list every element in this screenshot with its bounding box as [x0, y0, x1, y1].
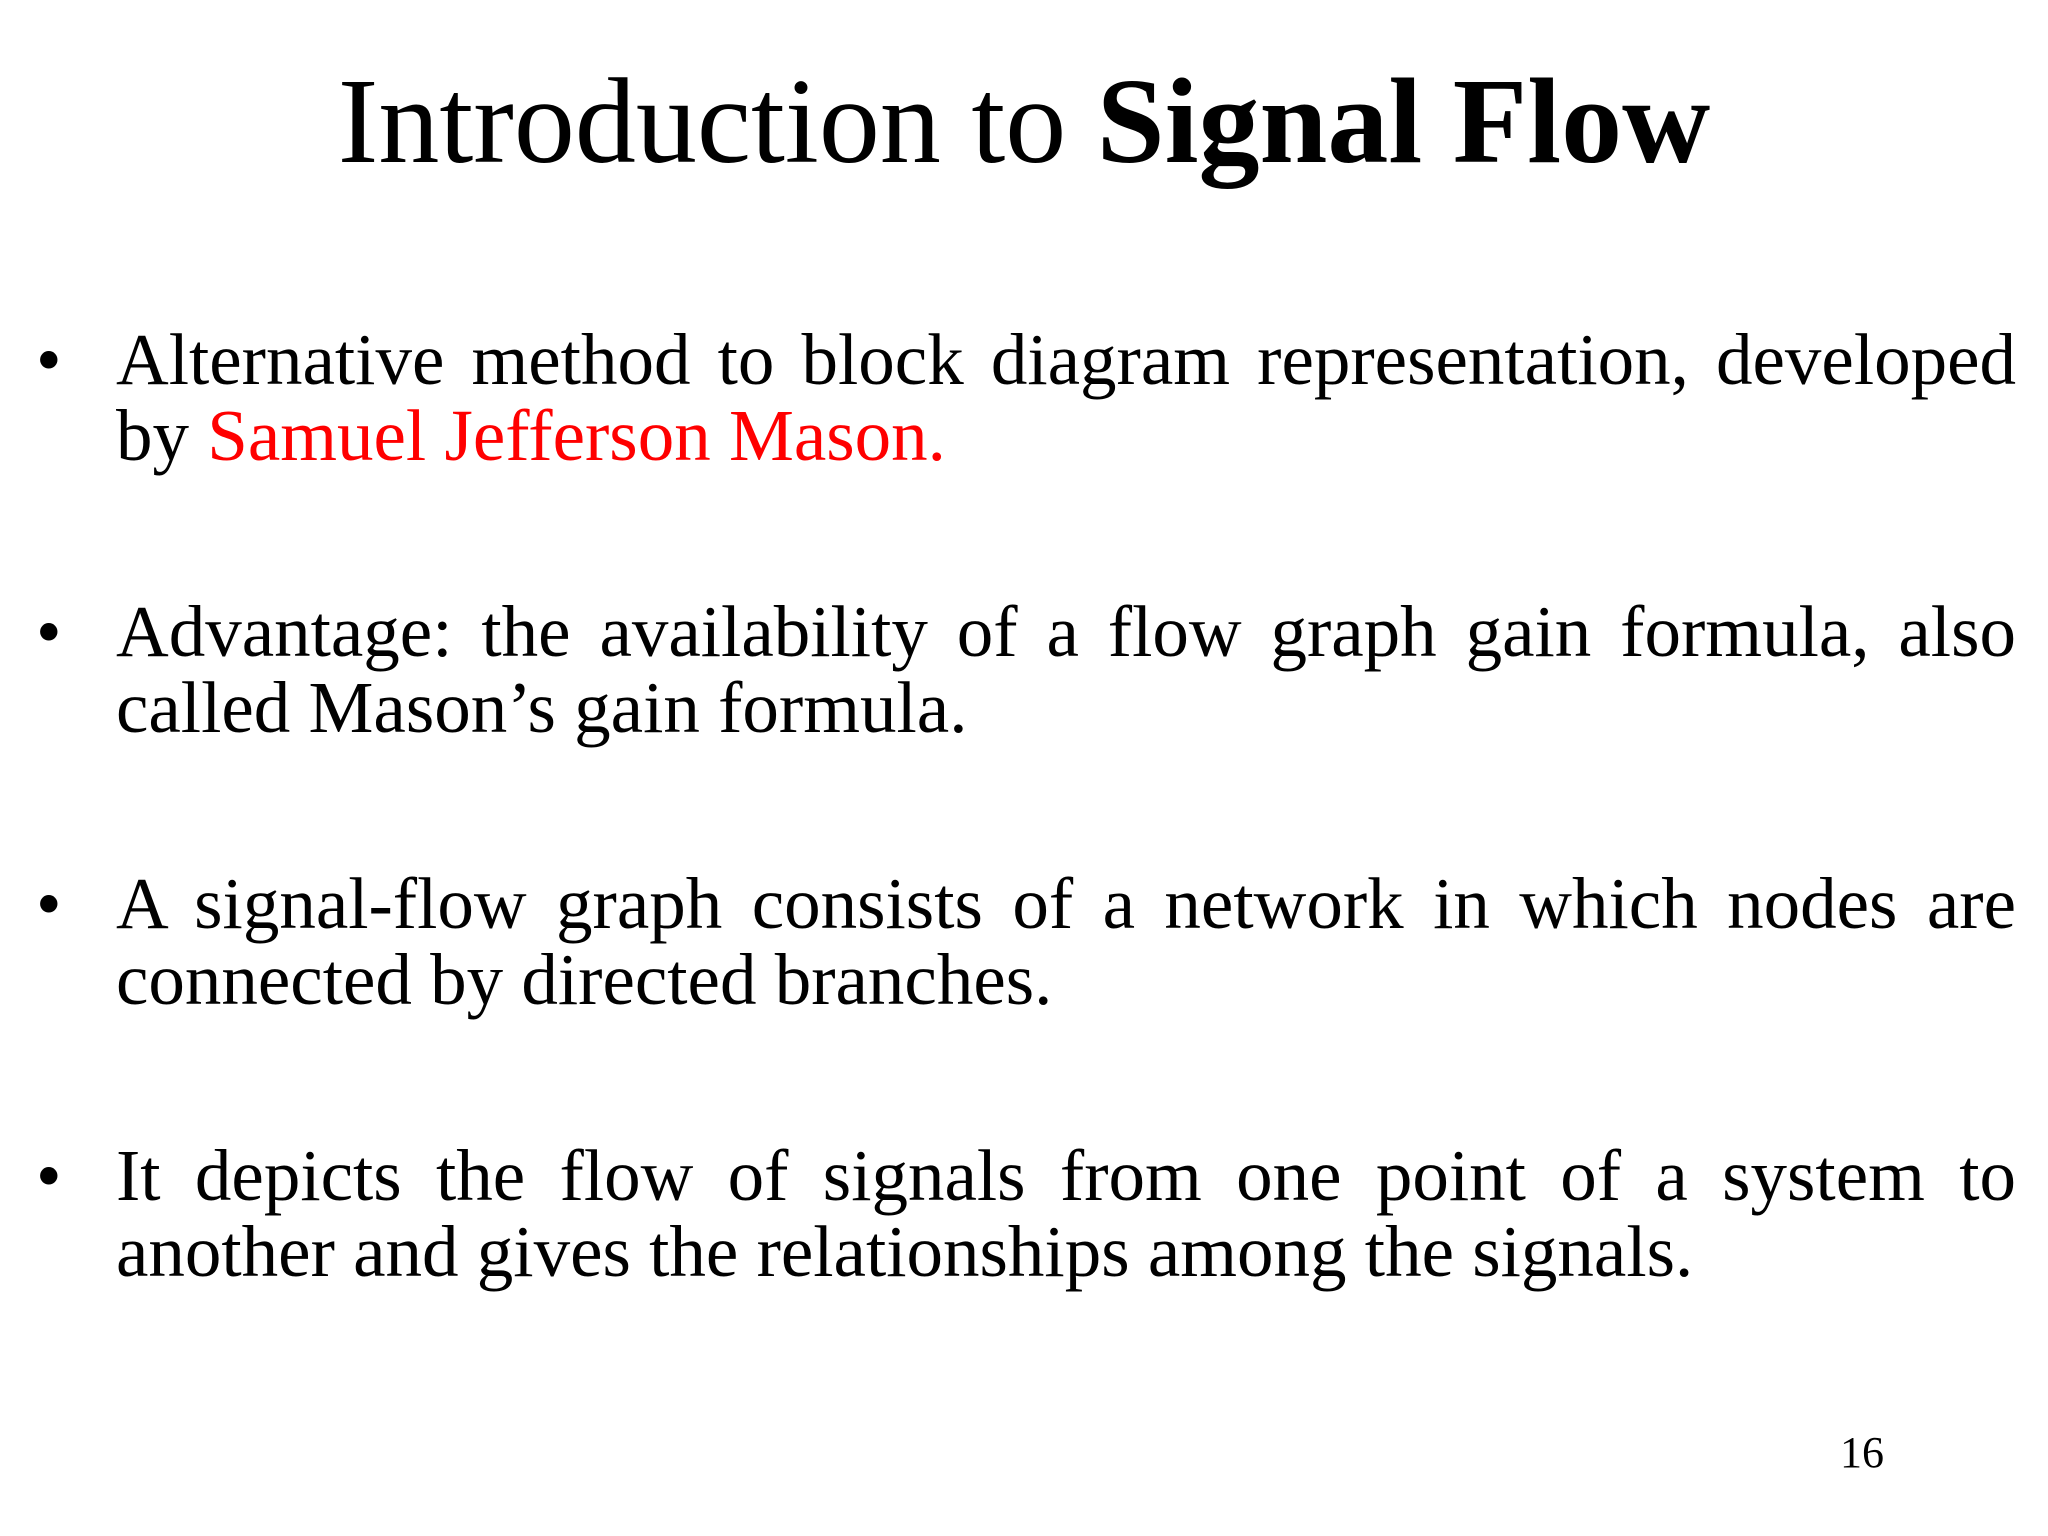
- title-plain-text: Introduction to: [337, 54, 1097, 189]
- bullet-text: Alternative method to block diagram repr…: [116, 322, 2016, 474]
- bullet-text: It depicts the flow of signals from one …: [116, 1135, 2016, 1292]
- bullet-text-plain: Alternative method to block diagram repr…: [116, 319, 2016, 476]
- bullet-text: Advantage: the availability of a flow gr…: [116, 591, 2016, 748]
- bullet-text-highlight: Samuel Jefferson Mason.: [207, 395, 946, 476]
- page-number: 16: [1840, 1428, 1884, 1477]
- bullet-text: A signal-flow graph consists of a networ…: [116, 863, 2016, 1020]
- bullet-dot-icon: •: [36, 863, 62, 944]
- slide-title: Introduction to Signal Flow: [0, 52, 2048, 192]
- title-bold-text: Signal Flow: [1096, 54, 1711, 189]
- bullet-dot-icon: •: [36, 319, 62, 400]
- bullet-dot-icon: •: [36, 591, 62, 672]
- bullet-dot-icon: •: [36, 1135, 62, 1216]
